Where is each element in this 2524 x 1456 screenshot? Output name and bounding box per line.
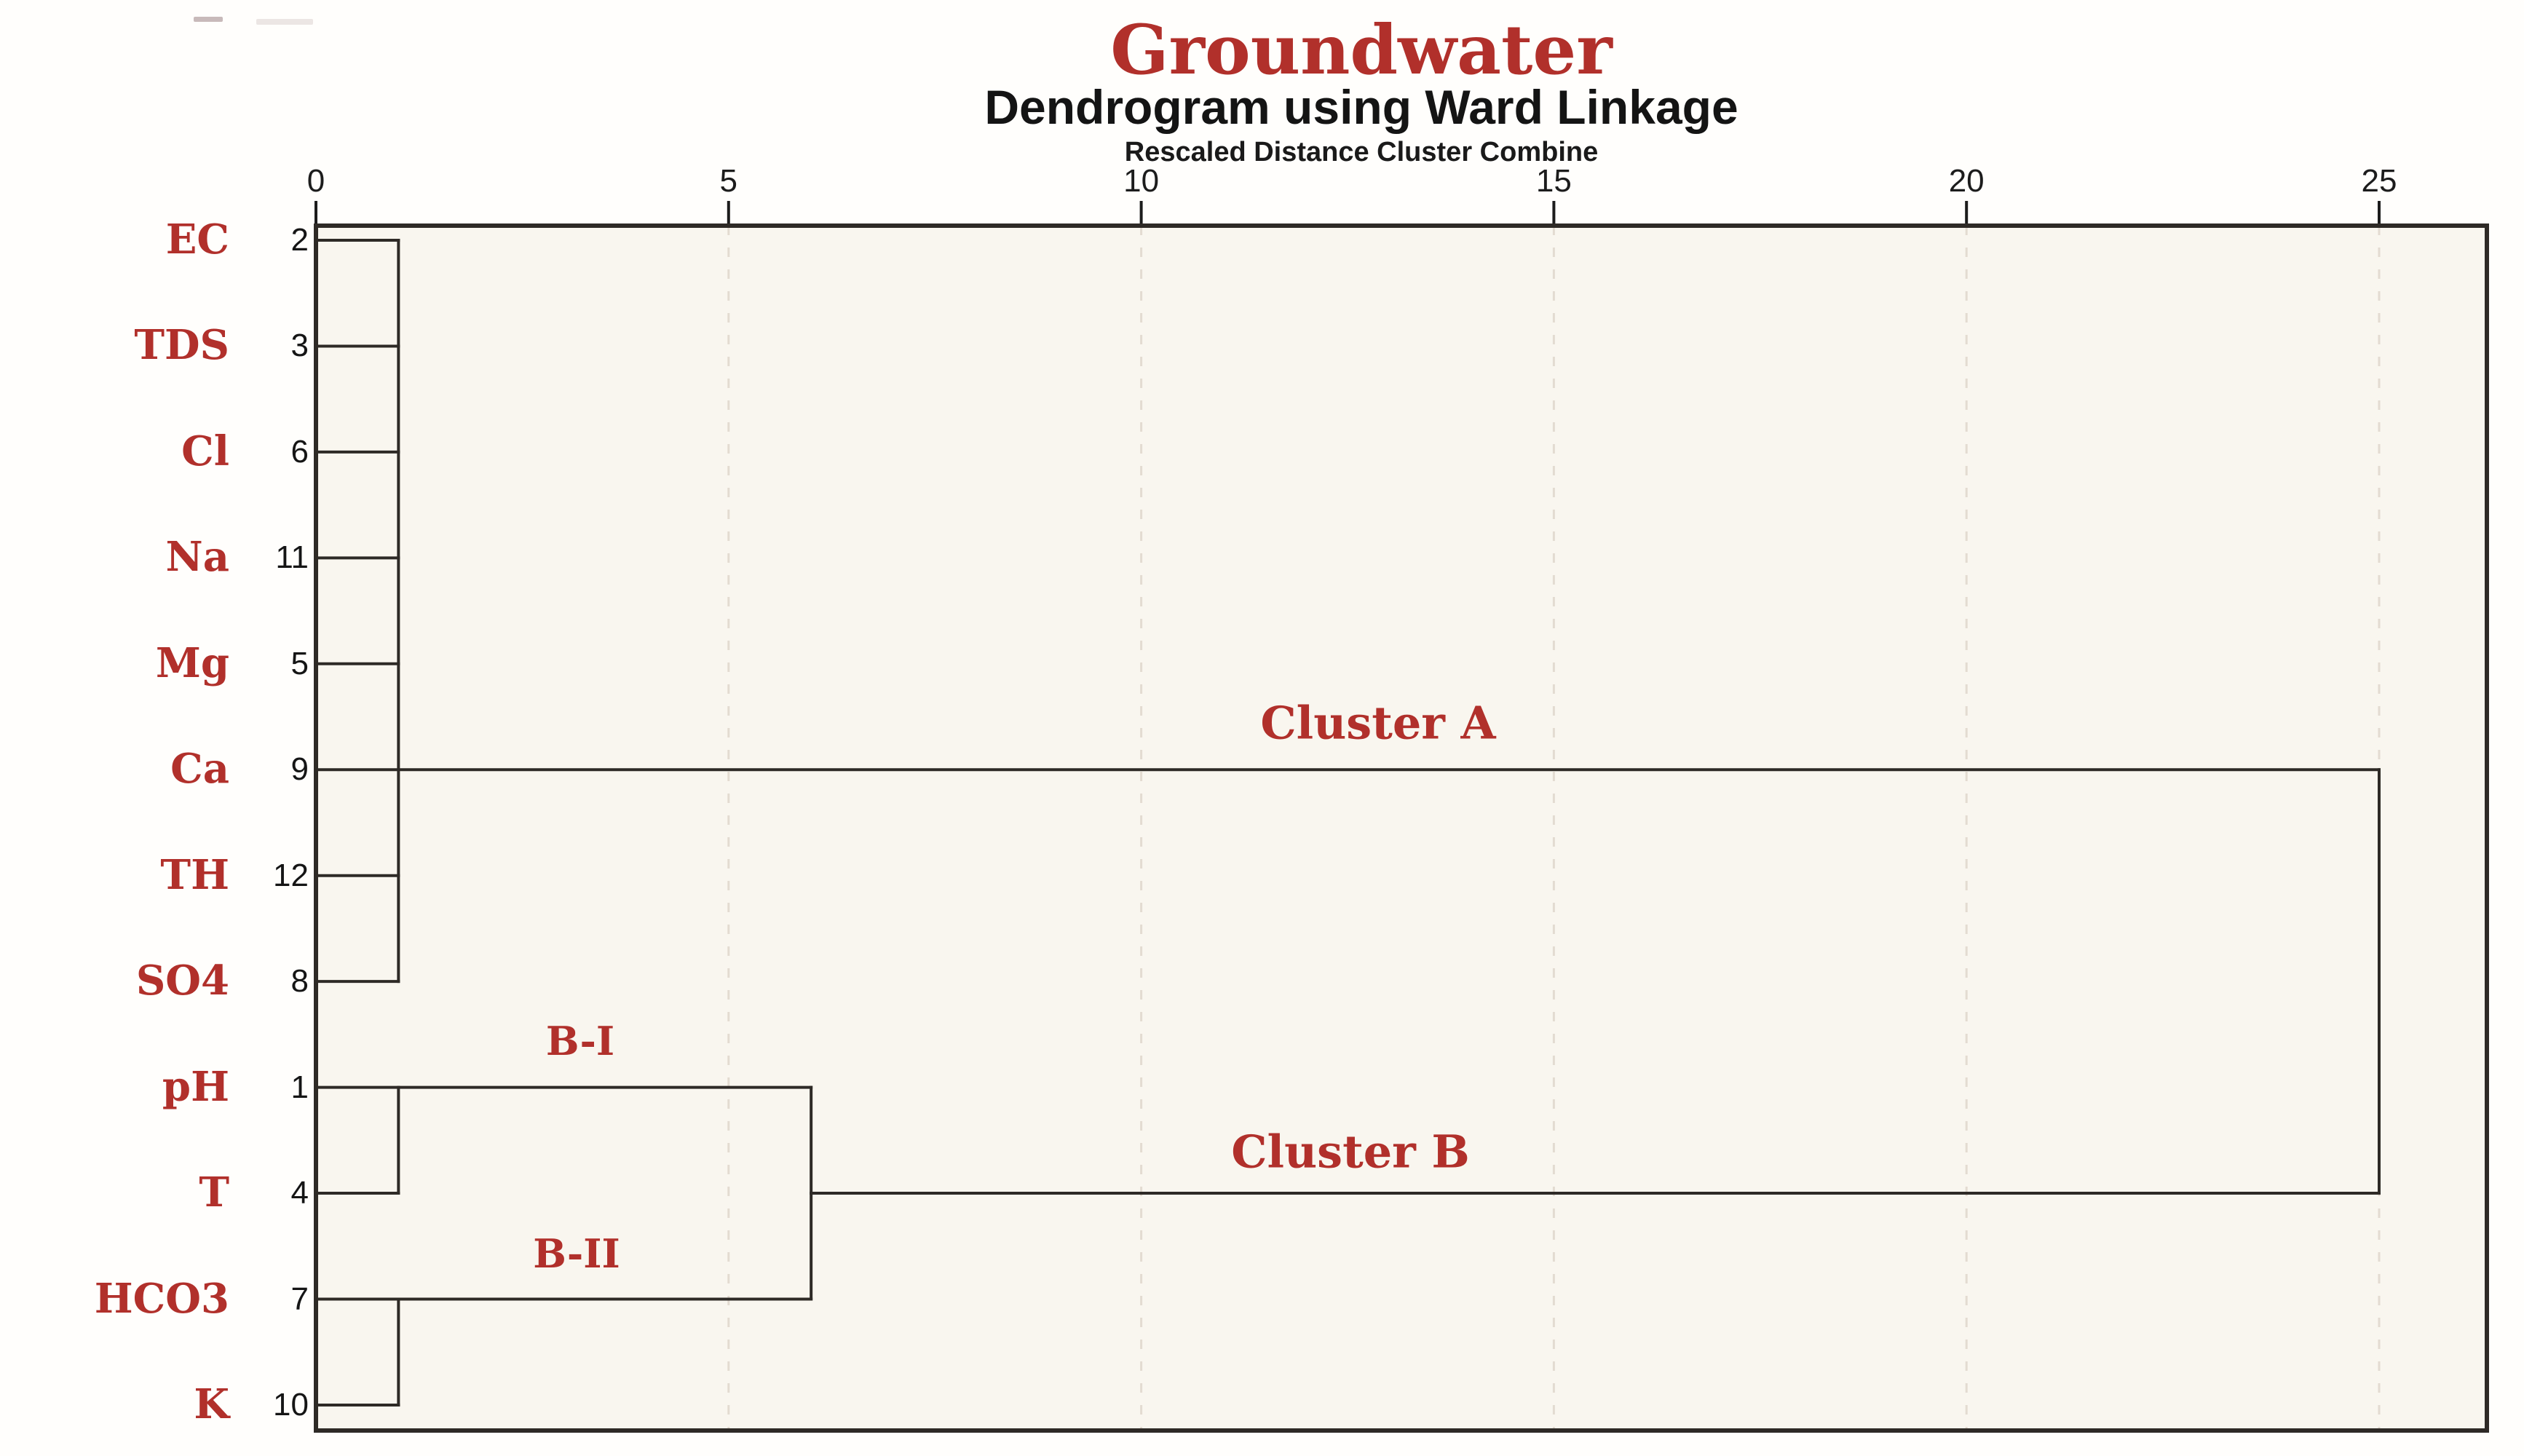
plot-border (314, 223, 2489, 1433)
scan-artifact-dash (256, 19, 313, 25)
cluster-annotation-Cluster B: Cluster B (1231, 1125, 1470, 1179)
plot-area (316, 226, 2487, 1431)
leaf-label-T: T (199, 1168, 229, 1217)
axis-tick-label-0: 0 (306, 163, 325, 199)
cluster-annotation-B-II: B-II (533, 1230, 620, 1277)
axis-tick-label-10: 10 (1123, 163, 1160, 199)
leaf-label-TDS: TDS (134, 321, 229, 370)
chart-title: Groundwater (1110, 10, 1613, 90)
leaf-label-HCO3: HCO3 (94, 1274, 229, 1323)
leaf-case-number-TDS: 3 (290, 328, 309, 364)
leaf-label-EC: EC (165, 215, 229, 264)
leaf-case-number-HCO3: 7 (290, 1281, 309, 1317)
leaf-case-number-Na: 11 (275, 539, 309, 576)
axis-tick-label-5: 5 (719, 163, 738, 199)
leaf-label-SO4: SO4 (135, 957, 229, 1005)
scan-artifact-dash (194, 17, 223, 22)
leaf-case-number-T: 4 (290, 1175, 309, 1211)
chart-subtitle: Dendrogram using Ward Linkage (984, 80, 1738, 134)
leaf-label-Mg: Mg (155, 638, 229, 687)
axis-tick-label-20: 20 (1948, 163, 1985, 199)
leaf-case-number-TH: 12 (273, 857, 309, 893)
leaf-case-number-Cl: 6 (290, 433, 309, 470)
leaf-label-K: K (194, 1380, 229, 1428)
axis-tick-label-25: 25 (2361, 163, 2397, 199)
cluster-annotation-B-I: B-I (545, 1018, 615, 1064)
leaf-label-pH: pH (162, 1062, 229, 1111)
leaf-case-number-K: 10 (273, 1386, 309, 1423)
axis-tick-label-15: 15 (1535, 163, 1572, 199)
leaf-label-Cl: Cl (181, 427, 229, 475)
leaf-label-Na: Na (165, 533, 229, 582)
leaf-label-Ca: Ca (170, 745, 229, 794)
leaf-case-number-SO4: 8 (290, 963, 309, 1000)
leaf-label-TH: TH (160, 850, 229, 899)
leaf-case-number-EC: 2 (290, 222, 309, 258)
leaf-case-number-Mg: 5 (290, 645, 309, 681)
leaf-case-number-Ca: 9 (290, 751, 309, 788)
cluster-annotation-Cluster A: Cluster A (1260, 696, 1496, 750)
x-axis-caption: Rescaled Distance Cluster Combine (1124, 137, 1599, 167)
leaf-case-number-pH: 1 (290, 1069, 309, 1105)
